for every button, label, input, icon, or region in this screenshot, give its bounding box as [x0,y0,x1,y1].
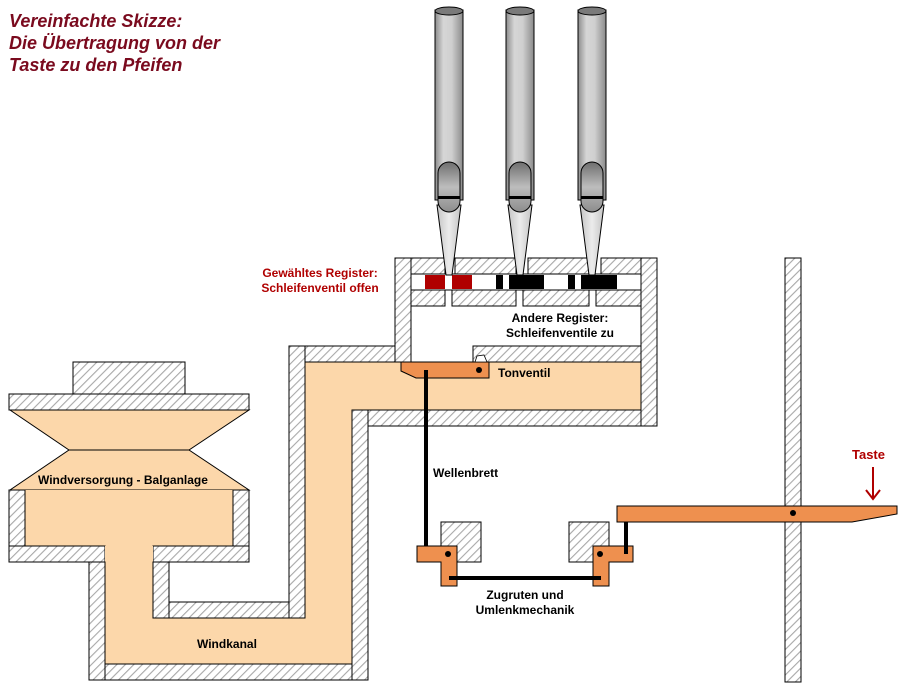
pipes [434,6,607,276]
chest-partition [472,345,642,363]
table-seg-1 [410,289,446,307]
bellows-floor-right [152,545,250,563]
chest-wall-right [640,257,658,427]
key-frame-post [784,257,802,683]
channel-wall-inner-left [152,561,170,619]
title-line-1: Vereinfachte Skizze: [9,11,183,31]
table-seg-2 [451,289,517,307]
slider-closed-2b [581,275,617,289]
tone-valve [400,354,490,379]
slider-open-2 [452,275,472,289]
pipe-languid [581,196,603,199]
pipe-top-opening [505,6,535,16]
bellows [8,361,251,563]
pipe-mouth [437,161,461,213]
title-line-3: Taste zu den Pfeifen [9,55,183,75]
pipe-languid [438,196,460,199]
windchest [394,257,658,427]
channel-wall-outer-left [88,561,106,681]
channel-wall-inner-right [288,345,306,619]
bellows-wall-right [232,489,250,547]
tracker-vertical-right [624,514,628,554]
label-wind-supply: Windversorgung - Balganlage [38,473,208,487]
keyboard [616,257,898,683]
bellows-folds-upper [8,409,251,451]
title-line-2: Die Übertragung von der [9,33,221,53]
slider-closed-1a [496,275,503,289]
pipe-top-opening [577,6,607,16]
pipe-1 [434,6,464,276]
bellcrank-left-pivot-icon [445,551,451,557]
table-seg-3 [522,289,590,307]
diagram-title: Vereinfachte Skizze: Die Übertragung von… [9,10,220,76]
pallet [400,361,490,379]
bellcrank-right-pivot-icon [597,551,603,557]
channel-wall-riser-right [351,409,369,681]
chest-wall-left [394,257,412,363]
bellcrank-right [592,545,634,587]
pipe-mouth [508,161,532,213]
label-key: Taste [852,447,885,462]
label-tone-valve: Tonventil [498,366,551,380]
toeboard-seg-3 [527,257,590,275]
pipe-languid [509,196,531,199]
label-roller-board: Wellenbrett [433,466,499,480]
key-pivot-icon [790,510,796,516]
slider-closed-1b [509,275,544,289]
label-wind-channel: Windkanal [197,637,257,651]
tracker-horizontal [449,576,601,580]
label-selected-register: Gewähltes Register: Schleifenventil offe… [261,266,379,295]
bellows-wall-left [8,489,26,547]
key-lever [616,505,898,523]
pipe-3 [577,6,607,276]
key-arrow-icon [865,467,881,501]
channel-wall-top [304,345,396,363]
channel-wall-inner-bottom [168,601,290,619]
tracker-mechanism [416,370,634,587]
bellows-chamber [25,490,233,546]
pallet-spring [474,354,488,363]
pipe-mouth [580,161,604,213]
pallet-pivot-icon [476,367,482,373]
bellows-top-plate [8,393,250,411]
bellows-floor-left [8,545,106,563]
pipe-2 [505,6,535,276]
label-other-registers: Andere Register: Schleifenventile zu [505,311,615,340]
channel-wall-lower-top [367,409,642,427]
slider-closed-2a [568,275,575,289]
toeboard-seg-4 [600,257,642,275]
channel-wall-bottom [104,663,369,681]
toeboard-seg-1 [410,257,446,275]
slider-open-1 [425,275,445,289]
toeboard-seg-2 [454,257,517,275]
tracker-vertical-left [424,370,428,560]
bellows-weight [72,361,186,395]
table-seg-4 [595,289,642,307]
pipe-top-opening [434,6,464,16]
label-trackers: Zugruten und Umlenkmechanik [475,588,575,617]
